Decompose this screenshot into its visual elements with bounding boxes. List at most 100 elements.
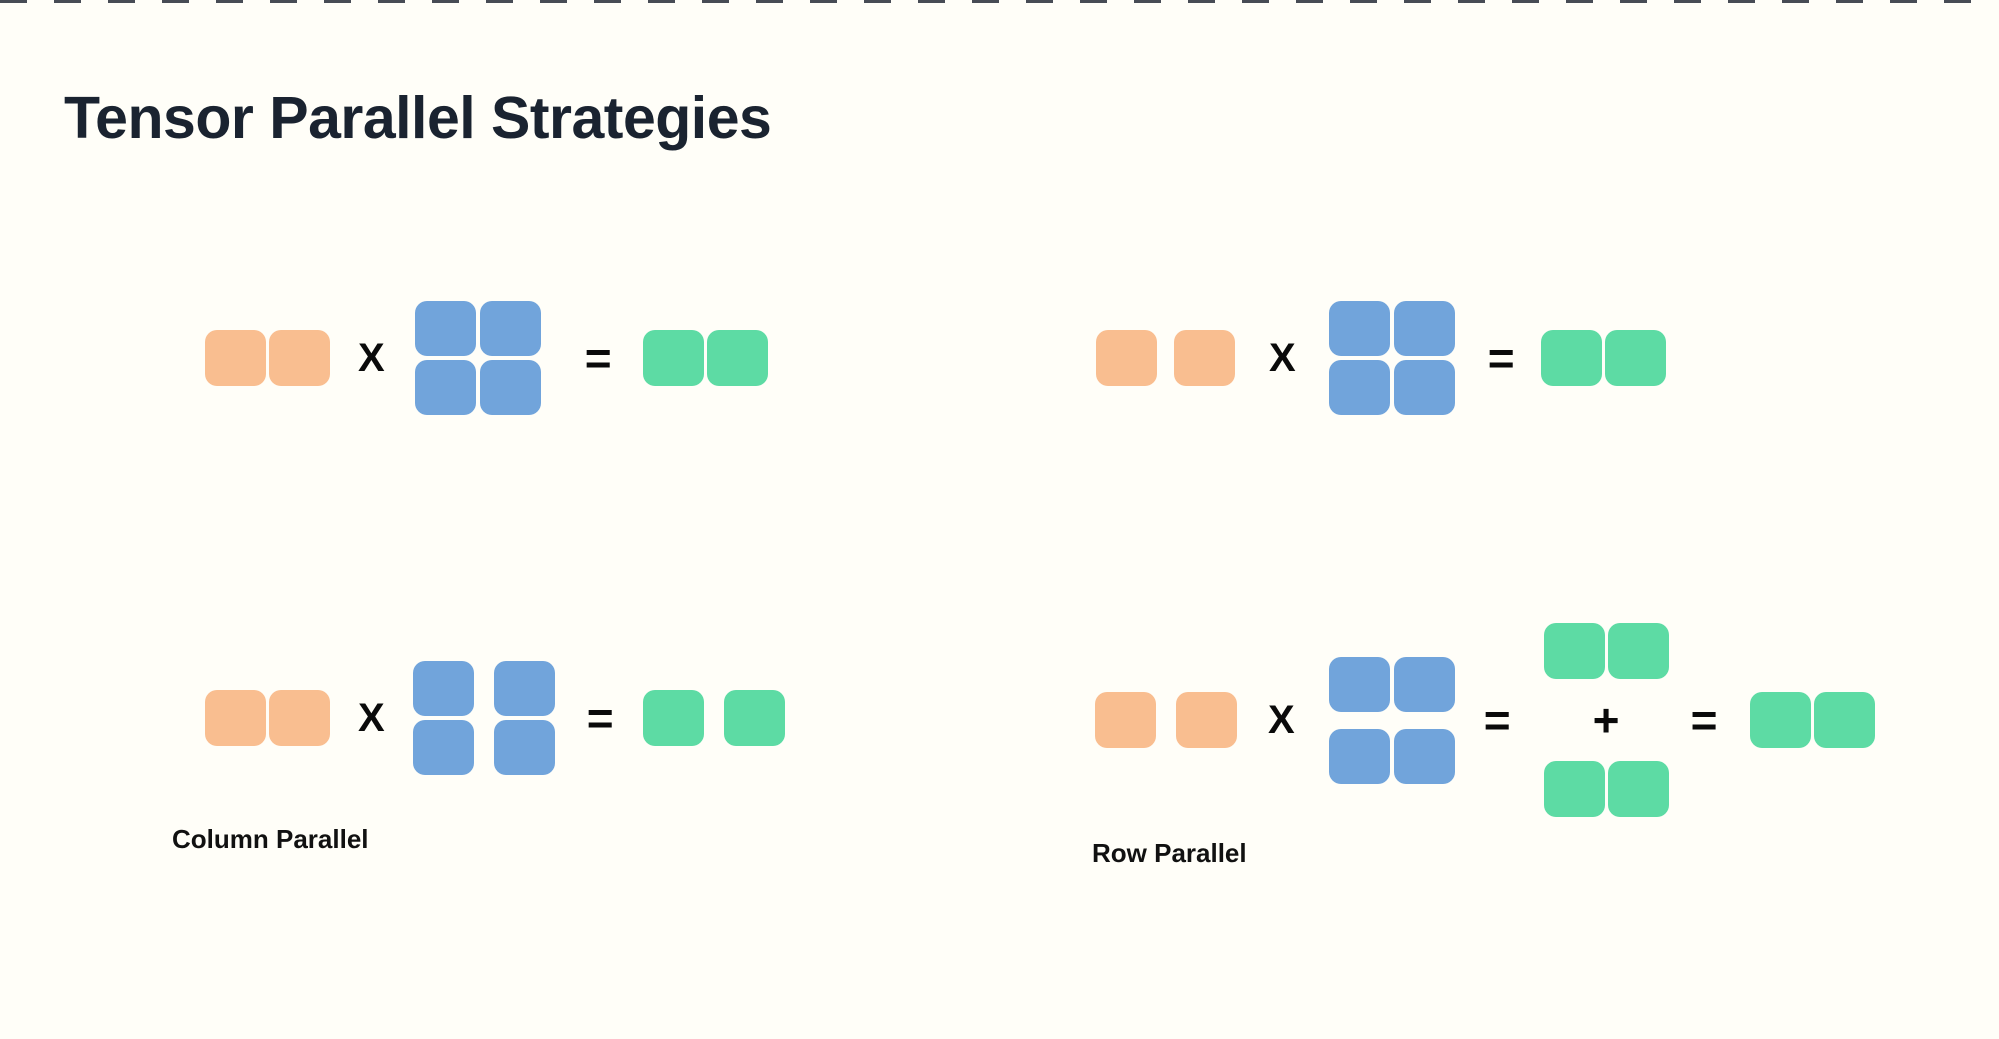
- blue-matrix-block: [412, 661, 474, 716]
- top-strip-square: [1458, 0, 1485, 3]
- blue-matrix-block: [1328, 360, 1390, 415]
- blue-weight-matrix: [412, 661, 555, 775]
- page-title: Tensor Parallel Strategies: [64, 84, 772, 151]
- blue-matrix-block: [1393, 360, 1455, 415]
- top-strip-square: [918, 0, 945, 3]
- equals-operator: =: [1483, 694, 1511, 746]
- top-strip-square: [864, 0, 891, 3]
- green-matrix-block: [1540, 330, 1602, 386]
- top-strip-square: [0, 0, 27, 3]
- top-strip-square: [810, 0, 837, 3]
- top-strip-square: [1296, 0, 1323, 3]
- orange-row-vector: [1095, 692, 1237, 748]
- diagram-column-parallel: X=: [205, 659, 785, 777]
- green-matrix-block: [1543, 623, 1605, 679]
- top-strip-square: [324, 0, 351, 3]
- blue-weight-matrix: [1328, 301, 1455, 415]
- orange-matrix-block: [205, 330, 266, 386]
- top-strip-square: [1782, 0, 1809, 3]
- top-strip-square: [1728, 0, 1755, 3]
- green-row-vector: [642, 690, 785, 746]
- top-strip-square: [1188, 0, 1215, 3]
- orange-matrix-block: [1174, 330, 1235, 386]
- blue-matrix-block: [1393, 728, 1455, 784]
- blue-matrix-block: [1328, 656, 1390, 712]
- equals-operator: =: [584, 332, 612, 384]
- green-row-vector: [1750, 692, 1876, 748]
- top-strip-square: [1134, 0, 1161, 3]
- partial-sum-stack: +: [1543, 623, 1669, 817]
- orange-matrix-block: [269, 690, 330, 746]
- top-strip-square: [378, 0, 405, 3]
- orange-matrix-block: [1096, 330, 1157, 386]
- blue-matrix-block: [479, 360, 541, 415]
- green-matrix-block: [1814, 692, 1876, 748]
- blue-matrix-block: [493, 720, 555, 775]
- green-matrix-block: [1607, 623, 1669, 679]
- diagram-top-left-full-multiply: X=: [205, 300, 768, 416]
- blue-matrix-block: [412, 720, 474, 775]
- top-strip-square: [1566, 0, 1593, 3]
- blue-matrix-block: [1328, 728, 1390, 784]
- top-strip-square: [1080, 0, 1107, 3]
- top-strip-square: [270, 0, 297, 3]
- green-row-vector: [1543, 623, 1669, 679]
- top-strip-square: [1512, 0, 1539, 3]
- blue-matrix-block: [1393, 656, 1455, 712]
- blue-matrix-block: [479, 301, 541, 356]
- green-matrix-block: [1604, 330, 1666, 386]
- green-matrix-block: [642, 330, 704, 386]
- top-strip-square: [1620, 0, 1647, 3]
- top-strip-square: [1836, 0, 1863, 3]
- top-strip-square: [486, 0, 513, 3]
- orange-matrix-block: [205, 690, 266, 746]
- top-strip-square: [594, 0, 621, 3]
- blue-matrix-block: [1328, 301, 1390, 356]
- green-matrix-block: [706, 330, 768, 386]
- blue-matrix-block: [414, 360, 476, 415]
- green-matrix-block: [1750, 692, 1812, 748]
- top-strip-square: [432, 0, 459, 3]
- equals-operator: =: [586, 692, 614, 744]
- top-strip-square: [1350, 0, 1377, 3]
- orange-matrix-block: [269, 330, 330, 386]
- top-strip-square: [972, 0, 999, 3]
- green-matrix-block: [1543, 761, 1605, 817]
- orange-row-vector: [205, 330, 330, 386]
- plus-operator: +: [1592, 694, 1620, 746]
- green-row-vector: [642, 330, 768, 386]
- blue-weight-matrix: [1328, 656, 1455, 784]
- green-matrix-block: [1607, 761, 1669, 817]
- orange-row-vector: [205, 690, 330, 746]
- orange-matrix-block: [1176, 692, 1237, 748]
- top-strip-square: [54, 0, 81, 3]
- multiply-operator: X: [358, 696, 385, 740]
- top-strip-square: [1404, 0, 1431, 3]
- diagram-row-parallel-label: Row Parallel: [1092, 838, 1247, 868]
- green-matrix-block: [642, 690, 704, 746]
- top-strip-square: [702, 0, 729, 3]
- multiply-operator: X: [1269, 336, 1296, 380]
- equals-operator: =: [1690, 694, 1718, 746]
- green-row-vector: [1540, 330, 1666, 386]
- top-strip-square: [756, 0, 783, 3]
- top-strip-square: [540, 0, 567, 3]
- diagram-column-parallel-label: Column Parallel: [172, 824, 369, 854]
- top-strip-square: [1026, 0, 1053, 3]
- orange-matrix-block: [1095, 692, 1156, 748]
- top-strip-square: [648, 0, 675, 3]
- green-matrix-block: [723, 690, 785, 746]
- equals-operator: =: [1487, 332, 1515, 384]
- top-strip-square: [216, 0, 243, 3]
- top-strip-square: [108, 0, 135, 3]
- top-strip-square: [1674, 0, 1701, 3]
- diagram-row-parallel: X=+=: [1095, 623, 1876, 817]
- top-strip-square: [162, 0, 189, 3]
- blue-matrix-block: [493, 661, 555, 716]
- multiply-operator: X: [358, 336, 385, 380]
- green-row-vector: [1543, 761, 1669, 817]
- top-strip-square: [1890, 0, 1917, 3]
- top-square-strip: [0, 0, 1999, 4]
- blue-matrix-block: [1393, 301, 1455, 356]
